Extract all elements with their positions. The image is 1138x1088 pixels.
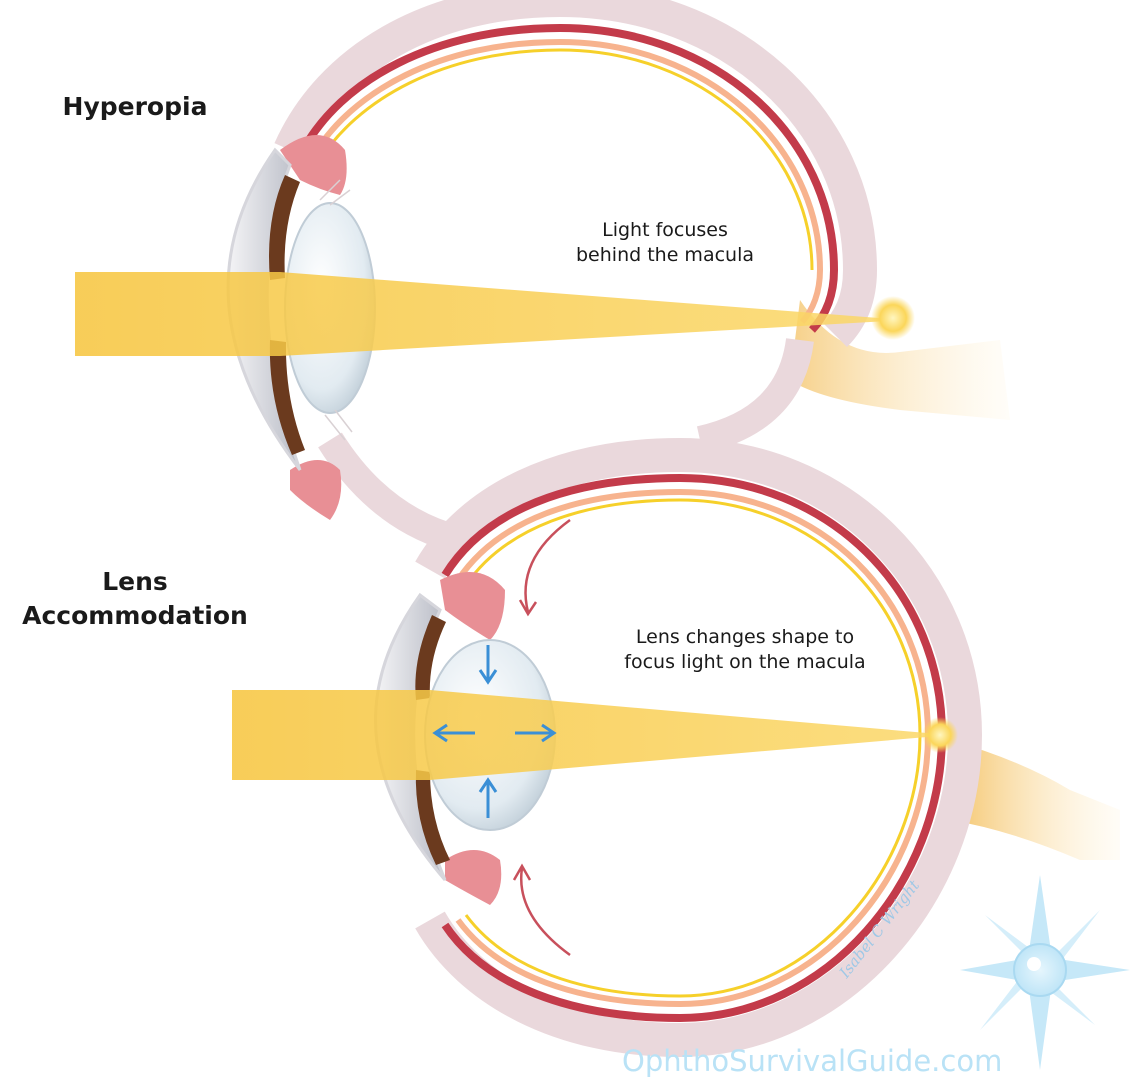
- hyperopia-title: Hyperopia: [40, 90, 230, 124]
- curved-arrow-up-icon: [514, 866, 570, 955]
- compass-logo: [960, 875, 1130, 1070]
- accommodation-caption: Lens changes shape to focus light on the…: [590, 625, 900, 675]
- site-watermark: OphthoSurvivalGuide.com: [622, 1044, 1002, 1078]
- ciliary-body-bottom-upper: [440, 572, 505, 640]
- retina-top: [312, 42, 820, 322]
- accommodation-title-line-1: Lens: [0, 565, 270, 599]
- hyperopia-caption-line-1: Light focuses: [545, 218, 785, 243]
- hyperopia-caption-line-2: behind the macula: [545, 243, 785, 268]
- light-beam-top: [75, 272, 905, 356]
- accommodation-caption-line-2: focus light on the macula: [590, 650, 900, 675]
- focus-spot-bottom: [922, 717, 958, 753]
- light-beam-bottom: [232, 690, 950, 780]
- curved-arrow-down-icon: [520, 520, 570, 614]
- hyperopia-caption: Light focuses behind the macula: [545, 218, 785, 268]
- accommodation-eye: [232, 455, 1120, 1040]
- ciliary-body-bottom-lower: [445, 850, 501, 905]
- accommodation-title-line-2: Accommodation: [0, 599, 270, 633]
- hyperopia-eye: [75, 0, 1010, 540]
- compass-center: [1014, 944, 1066, 996]
- accommodation-caption-line-1: Lens changes shape to: [590, 625, 900, 650]
- compass-highlight: [1027, 957, 1041, 971]
- accommodation-title: Lens Accommodation: [0, 565, 270, 633]
- focus-spot-top: [871, 296, 915, 340]
